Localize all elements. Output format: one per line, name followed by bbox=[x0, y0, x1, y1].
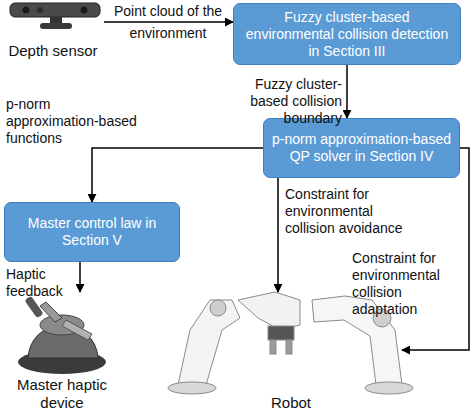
process-box: p-norm approximation-based QP solver in … bbox=[263, 118, 460, 178]
arrow-connector bbox=[402, 148, 469, 350]
box-text: Fuzzy cluster-based environmental collis… bbox=[242, 9, 452, 60]
edge-label: p-norm approximation-based functions bbox=[6, 96, 141, 147]
edge-label: Point cloud of the environment bbox=[106, 0, 230, 44]
edge-label: Constraint for environmental collision a… bbox=[352, 250, 464, 318]
edge-label: Constraint for environmental collision a… bbox=[285, 186, 415, 237]
device-node: Master haptic device bbox=[4, 292, 120, 412]
arrow-connector bbox=[104, 21, 233, 23]
edge-label: Fuzzy cluster-based collision boundary bbox=[238, 76, 342, 127]
depth-sensor-illustration bbox=[10, 3, 100, 29]
arrow-connector bbox=[79, 262, 81, 292]
arrow-connector bbox=[92, 148, 263, 202]
device-label: Robot bbox=[231, 394, 351, 412]
box-text: p-norm approximation-based QP solver in … bbox=[272, 131, 451, 165]
device-label: Master haptic device bbox=[14, 376, 110, 412]
device-label: Depth sensor bbox=[2, 42, 104, 60]
haptic-device-illustration bbox=[18, 296, 106, 374]
process-box: Fuzzy cluster-based environmental collis… bbox=[233, 3, 461, 65]
process-box: Master control law in Section V bbox=[4, 202, 180, 262]
box-text: Master control law in Section V bbox=[13, 215, 171, 249]
arrow-connector bbox=[277, 178, 279, 292]
device-node: Depth sensor bbox=[2, 2, 104, 60]
arrow-connector bbox=[346, 65, 348, 118]
edge-label: Haptic feedback bbox=[6, 266, 72, 300]
